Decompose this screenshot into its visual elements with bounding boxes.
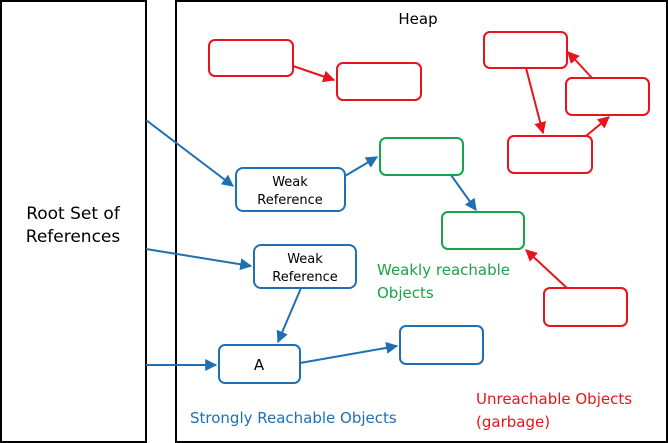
unreachable-4-to-3-arrow (567, 51, 593, 79)
weak-reference-2-line2: Reference (272, 270, 337, 285)
unreachable-object-box-4 (565, 77, 650, 116)
weakly-reachable-label-line2: Objects (377, 284, 434, 302)
weak-reference-2-line1: Weak (287, 252, 323, 267)
root-set-label-line2: References (26, 227, 121, 247)
root-set-label-line1: Root Set of (26, 204, 121, 224)
unreachable-object-box-1 (208, 39, 294, 77)
strongly-reachable-object-box (399, 325, 484, 365)
weakly-reachable-label-line1: Weakly reachable (377, 261, 510, 279)
weak-ref-2-to-object-a-arrow (276, 287, 302, 344)
weak-reference-1-line2: Reference (257, 193, 322, 208)
weak-ref-1-to-green-object-arrow (344, 156, 379, 177)
green-object-to-green-object-arrow (450, 174, 477, 211)
heap-title: Heap (398, 10, 437, 28)
weak-reference-box-2 (253, 244, 357, 289)
weak-reference-box-1 (235, 167, 346, 212)
object-a-to-strong-object-arrow (299, 341, 399, 364)
unreachable-3-to-5-arrow (525, 67, 547, 135)
unreachable-object-box-3 (483, 31, 568, 69)
unreachable-object-box-6 (543, 287, 628, 327)
object-a-box (218, 344, 301, 384)
strongly-reachable-label: Strongly Reachable Objects (190, 409, 397, 427)
unreachable-1-to-2-arrow (292, 65, 336, 83)
weakly-reachable-object-box-1 (379, 137, 464, 176)
unreachable-6-to-green-arrow (525, 249, 568, 289)
weak-reference-1-line1: Weak (272, 175, 308, 190)
object-a-label: A (254, 356, 265, 374)
root-to-weak-ref-2-arrow (145, 248, 253, 271)
weakly-reachable-object-box-2 (441, 211, 525, 250)
unreachable-object-box-2 (336, 62, 422, 101)
unreachable-object-box-5 (507, 135, 593, 174)
root-set-panel (0, 0, 147, 443)
root-to-weak-ref-1-arrow (145, 119, 234, 187)
unreachable-label-line2: (garbage) (476, 413, 550, 431)
unreachable-5-to-4-arrow (585, 116, 610, 137)
unreachable-label-line1: Unreachable Objects (476, 390, 632, 408)
